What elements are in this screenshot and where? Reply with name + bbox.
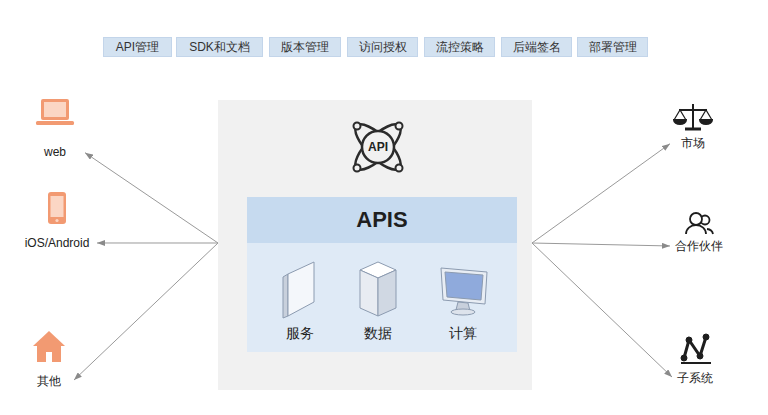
service-icon: [283, 262, 314, 318]
tag-label: 部署管理: [589, 40, 637, 54]
tag-label: 访问授权: [359, 40, 407, 54]
node-label: 计算: [449, 325, 477, 342]
house-icon: [33, 331, 65, 362]
client-node: iOS/Android: [17, 188, 97, 252]
laptop-icon: [36, 99, 74, 125]
compute-icon: [441, 268, 487, 315]
feature-tag: SDK和文档: [176, 37, 263, 57]
api-icon: [349, 118, 407, 176]
feature-tag: 版本管理: [269, 37, 341, 57]
gateway-panel: API APIS 服务 数据 计算: [218, 100, 532, 390]
node-label: 子系统: [677, 371, 713, 385]
connector-arrow: [532, 243, 670, 246]
data-icon: [360, 262, 396, 316]
node-label: 其他: [37, 374, 61, 388]
tag-label: 版本管理: [281, 40, 329, 54]
phone-icon: [48, 192, 66, 224]
box-title: APIS: [356, 207, 407, 233]
node-label: API: [368, 140, 388, 154]
consumer-node: 合作伙伴: [670, 206, 728, 258]
connector-arrow: [532, 243, 672, 377]
connector-arrow: [85, 153, 218, 243]
resource-item: 服务: [270, 258, 330, 346]
node-label: 服务: [286, 325, 314, 342]
tag-label: API管理: [116, 40, 159, 54]
node-label: 数据: [364, 325, 392, 342]
feature-tag: 部署管理: [577, 37, 648, 57]
node-label: 合作伙伴: [675, 239, 723, 253]
node-label: iOS/Android: [25, 236, 90, 250]
tag-label: SDK和文档: [189, 40, 250, 54]
feature-tag: 后端签名: [501, 37, 572, 57]
connector-arrow: [97, 242, 218, 243]
client-node: web: [25, 95, 85, 161]
client-node: 其他: [24, 327, 74, 391]
connector-arrow: [532, 144, 670, 243]
feature-tag: API管理: [103, 37, 172, 57]
node-label: 市场: [681, 136, 705, 150]
consumer-node: 市场: [670, 100, 716, 154]
connector-arrow: [74, 243, 218, 380]
apis-box: APIS 服务 数据 计算: [247, 197, 517, 352]
feature-tag: 流控策略: [424, 37, 495, 57]
feature-tag: 访问授权: [347, 37, 418, 57]
scales-icon: [674, 104, 712, 129]
node-label: web: [44, 145, 66, 159]
tag-label: 流控策略: [436, 40, 484, 54]
partner-icon: [686, 213, 713, 234]
tag-label: 后端签名: [513, 40, 561, 54]
subsystem-icon: [681, 334, 711, 363]
resource-item: 计算: [433, 258, 493, 346]
resource-item: 数据: [348, 258, 408, 346]
consumer-node: 子系统: [672, 328, 718, 388]
